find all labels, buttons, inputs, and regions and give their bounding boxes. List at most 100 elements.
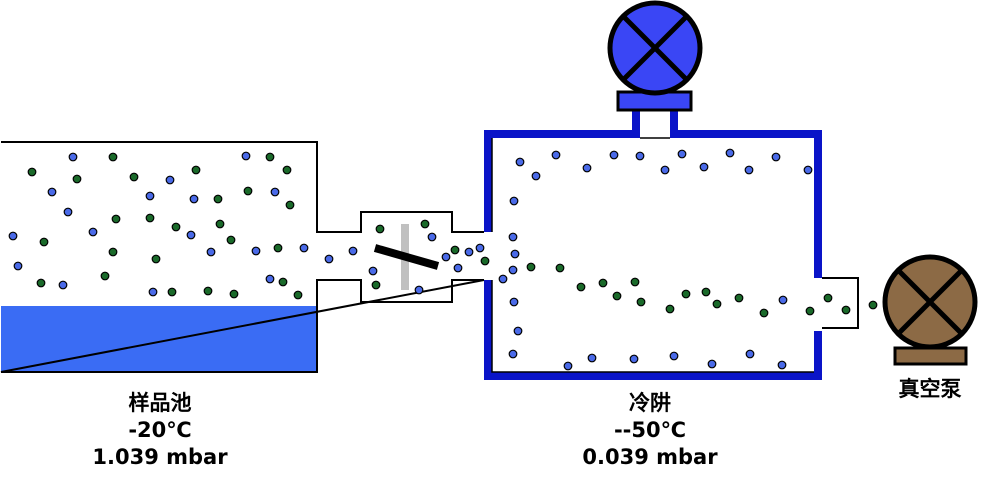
vapor-particle-green: [39, 237, 49, 247]
vapor-particle-blue: [58, 280, 68, 290]
vapor-particle-blue: [148, 287, 158, 297]
vapor-particle-green: [734, 293, 744, 303]
vapor-particle-blue: [669, 351, 679, 361]
vapor-particle-blue: [145, 191, 155, 201]
vacuum-pump-label: 真空泵: [880, 376, 980, 403]
vapor-particle-blue: [778, 295, 788, 305]
vapor-particle-green: [759, 308, 769, 318]
vapor-particle-green: [823, 293, 833, 303]
vapor-particle-green: [151, 254, 161, 264]
sample-chamber-outline: [0, 141, 485, 373]
vapor-particle-blue: [508, 232, 518, 242]
vapor-particle-green: [145, 213, 155, 223]
vapor-particle-green: [213, 194, 223, 204]
cold-trap-wall: [484, 110, 822, 380]
vapor-particle-blue: [629, 354, 639, 364]
vapor-particle-blue: [8, 231, 18, 241]
vapor-particle-blue: [677, 149, 687, 159]
vapor-particle-green: [273, 243, 283, 253]
vapor-particle-blue: [348, 246, 358, 256]
vapor-particle-green: [282, 165, 292, 175]
vapor-particle-green: [226, 235, 236, 245]
vapor-particle-blue: [707, 359, 717, 369]
vapor-particle-blue: [509, 196, 519, 206]
vapor-particle-blue: [509, 297, 519, 307]
vapor-particle-green: [171, 222, 181, 232]
vapor-particle-green: [100, 271, 110, 281]
vapor-particle-blue: [324, 254, 334, 264]
vapor-particle-green: [375, 224, 385, 234]
vapor-particle-blue: [475, 243, 485, 253]
vacuum-pump: [882, 254, 978, 366]
vapor-particle-blue: [635, 151, 645, 161]
vapor-particle-green: [868, 300, 878, 310]
vapor-particle-green: [576, 282, 586, 292]
vapor-particle-green: [805, 306, 815, 316]
vapor-particle-blue: [47, 187, 57, 197]
vapor-particle-blue: [609, 150, 619, 160]
vapor-particle-green: [420, 219, 430, 229]
vapor-particle-green: [712, 299, 722, 309]
vapor-particle-green: [630, 277, 640, 287]
vapor-particle-blue: [699, 162, 709, 172]
vapor-particle-green: [111, 214, 121, 224]
sample-chamber-name: 样品池: [128, 391, 192, 415]
vapor-particle-green: [243, 186, 253, 196]
vapor-particle-blue: [777, 360, 787, 370]
vapor-particle-blue: [68, 152, 78, 162]
vapor-particle-blue: [531, 171, 541, 181]
vapor-particle-green: [293, 290, 303, 300]
vapor-particle-blue: [725, 148, 735, 158]
vapor-particle-blue: [513, 326, 523, 336]
vapor-particle-blue: [368, 266, 378, 276]
vapor-particle-green: [371, 280, 381, 290]
vapor-particle-blue: [241, 151, 251, 161]
vapor-particle-blue: [265, 274, 275, 284]
vapor-particle-blue: [498, 274, 508, 284]
vapor-particle-blue: [510, 249, 520, 259]
vapor-particle-green: [278, 277, 288, 287]
sample-chamber-pressure: 1.039 mbar: [92, 445, 228, 469]
vapor-particle-blue: [206, 247, 216, 257]
vapor-particle-blue: [744, 165, 754, 175]
vapor-particle-green: [108, 152, 118, 162]
vapor-particle-green: [36, 278, 46, 288]
vapor-particle-blue: [515, 157, 525, 167]
vapor-particle-green: [229, 289, 239, 299]
vapor-particles: [8, 148, 878, 371]
vapor-particle-blue: [551, 150, 561, 160]
vapor-particle-blue: [771, 152, 781, 162]
vapor-particle-green: [526, 262, 536, 272]
vapor-particle-blue: [453, 263, 463, 273]
vapor-particle-blue: [464, 247, 474, 257]
vapor-particle-blue: [427, 232, 437, 242]
vapor-particle-green: [480, 256, 490, 266]
vapor-particle-green: [285, 200, 295, 210]
vapor-particle-blue: [299, 243, 309, 253]
vapor-particle-green: [841, 305, 851, 315]
vapor-particle-blue: [189, 194, 199, 204]
vapor-particle-blue: [563, 361, 573, 371]
vapor-particle-green: [681, 289, 691, 299]
vapor-particle-green: [555, 263, 565, 273]
cold-trap-inner-outline: [491, 137, 814, 373]
cold-trap-pressure: 0.039 mbar: [582, 445, 718, 469]
vacuum-pump-name: 真空泵: [898, 377, 962, 401]
vapor-particle-green: [203, 286, 213, 296]
vapor-particle-green: [665, 304, 675, 314]
vapor-particle-green: [612, 291, 622, 301]
sample-chamber-label: 样品池 -20℃ 1.039 mbar: [60, 390, 260, 471]
vapor-particle-blue: [508, 349, 518, 359]
vapor-particle-blue: [745, 349, 755, 359]
cold-trap-name: 冷阱: [629, 391, 671, 415]
vapor-particle-blue: [441, 252, 451, 262]
vapor-particle-blue: [587, 353, 597, 363]
vapor-particle-green: [598, 278, 608, 288]
vapor-particle-blue: [803, 165, 813, 175]
sample-chamber-temperature: -20℃: [128, 418, 192, 442]
vapor-particle-green: [215, 219, 225, 229]
vapor-particle-green: [27, 167, 37, 177]
vapor-particle-green: [701, 287, 711, 297]
vapor-particle-blue: [13, 261, 23, 271]
